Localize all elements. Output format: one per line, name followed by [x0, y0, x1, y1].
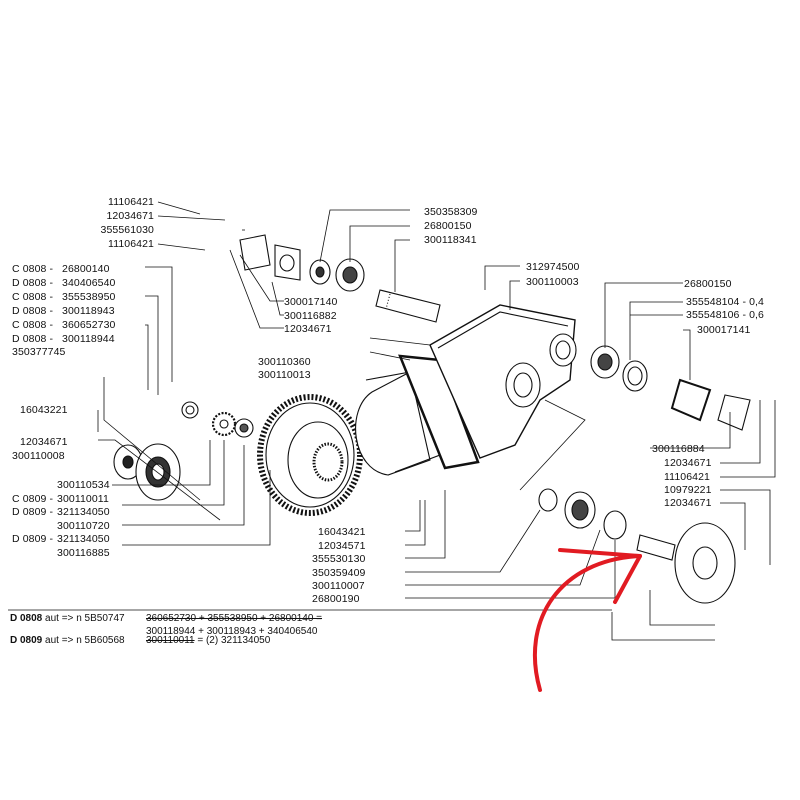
gear-housing-part [429, 304, 577, 459]
part-label: 10979221 [664, 484, 712, 496]
ring-gear-part [257, 394, 363, 516]
part-label: 300110007 [312, 580, 365, 592]
arrow-icon: => [61, 635, 74, 646]
arrow-icon: => [61, 613, 74, 624]
part-label: 300116882 [284, 310, 337, 322]
part-label: 26800150 [684, 278, 732, 290]
part-label: 312974500 [526, 261, 580, 273]
part-label: 350359409 [312, 567, 366, 579]
gasket-part [398, 354, 480, 470]
part-label: 300118944 [62, 333, 115, 345]
part-label: 12034571 [318, 540, 366, 552]
part-label: 350358309 [424, 206, 478, 218]
note-model: D 0808 [10, 613, 43, 624]
gear-hub-part [113, 443, 181, 501]
part-label: 350377745 [12, 346, 66, 358]
callout-arrow [532, 548, 642, 692]
part-label: 12034671 [106, 210, 154, 222]
part-label: 300116885 [57, 547, 110, 559]
part-label: 355538950 [62, 291, 116, 303]
note-struck-parts: 300110011 = (2) 321134050 [146, 634, 270, 647]
part-label: 321134050 [57, 506, 110, 518]
note-d0808: D 0808 aut => n 5B50747 [10, 612, 125, 625]
variant-code: D 0809 - [12, 506, 54, 518]
part-label: 355561030 [100, 224, 154, 236]
part-label: 16043221 [20, 404, 68, 416]
variant-code: C 0809 - [12, 493, 54, 505]
variant-code: D 0808 - [12, 333, 54, 345]
note-serial: n 5B60568 [76, 635, 125, 646]
note-d0809: D 0809 aut => n 5B60568 [10, 634, 125, 647]
part-label: 16043421 [318, 526, 366, 538]
note-replacement-parts: 300118944 + 300118943 + 340406540 [146, 626, 318, 637]
small-gear-part [181, 401, 254, 438]
note-struck-parts: 360652730 + 355538950 + 26800140 = [146, 612, 322, 625]
note-model: D 0809 [10, 635, 43, 646]
variant-code: D 0808 - [12, 305, 54, 317]
part-label: 12034671 [664, 497, 712, 509]
note-suffix: aut [45, 635, 59, 646]
variant-code: C 0808 - [12, 319, 54, 331]
pinion-shaft-part [375, 289, 441, 323]
right-bearing-parts [590, 345, 751, 431]
superseded-parts: 360652730 + 355538950 + 26800140 = [146, 613, 323, 624]
variant-code: C 0808 - [12, 291, 54, 303]
top-bearing-parts [239, 234, 365, 292]
part-label: 321134050 [57, 533, 110, 545]
part-label: 26800140 [62, 263, 110, 275]
variant-code: C 0808 - [12, 263, 54, 275]
part-label: 12034671 [20, 436, 68, 448]
note-replacement-parts: = (2) 321134050 [197, 635, 271, 646]
variant-code: D 0809 - [12, 533, 54, 545]
part-label: 360652730 [62, 319, 116, 331]
variant-code: D 0808 - [12, 277, 54, 289]
part-label: 11106421 [108, 196, 154, 208]
part-label: 355548104 - 0,4 [686, 296, 764, 308]
part-label: 300110360 [258, 356, 311, 368]
part-label: 300017140 [284, 296, 338, 308]
part-label: 300017141 [697, 324, 751, 336]
part-label: 300110013 [258, 369, 311, 381]
part-label: 355548106 - 0,6 [686, 309, 764, 321]
output-flange-part [538, 488, 736, 604]
part-label: 340406540 [62, 277, 116, 289]
part-label: 300110011 [57, 493, 109, 505]
part-label: 26800150 [424, 220, 472, 232]
part-label: 300110003 [526, 276, 579, 288]
part-label: 300116884 [652, 443, 705, 455]
note-serial: n 5B50747 [76, 613, 125, 624]
part-label: 12034671 [664, 457, 712, 469]
part-label: 300110720 [57, 520, 110, 532]
part-label: 26800190 [312, 593, 360, 605]
part-label: 300118943 [62, 305, 115, 317]
superseded-parts: 300110011 [146, 635, 195, 646]
part-label: 300110008 [12, 450, 65, 462]
part-label: 11106421 [108, 238, 154, 250]
part-label: 355530130 [312, 553, 366, 565]
part-label: 12034671 [284, 323, 332, 335]
part-label: 300118341 [424, 234, 477, 246]
note-suffix: aut [45, 613, 59, 624]
part-label: 11106421 [664, 471, 710, 483]
part-label: 300110534 [57, 479, 110, 491]
